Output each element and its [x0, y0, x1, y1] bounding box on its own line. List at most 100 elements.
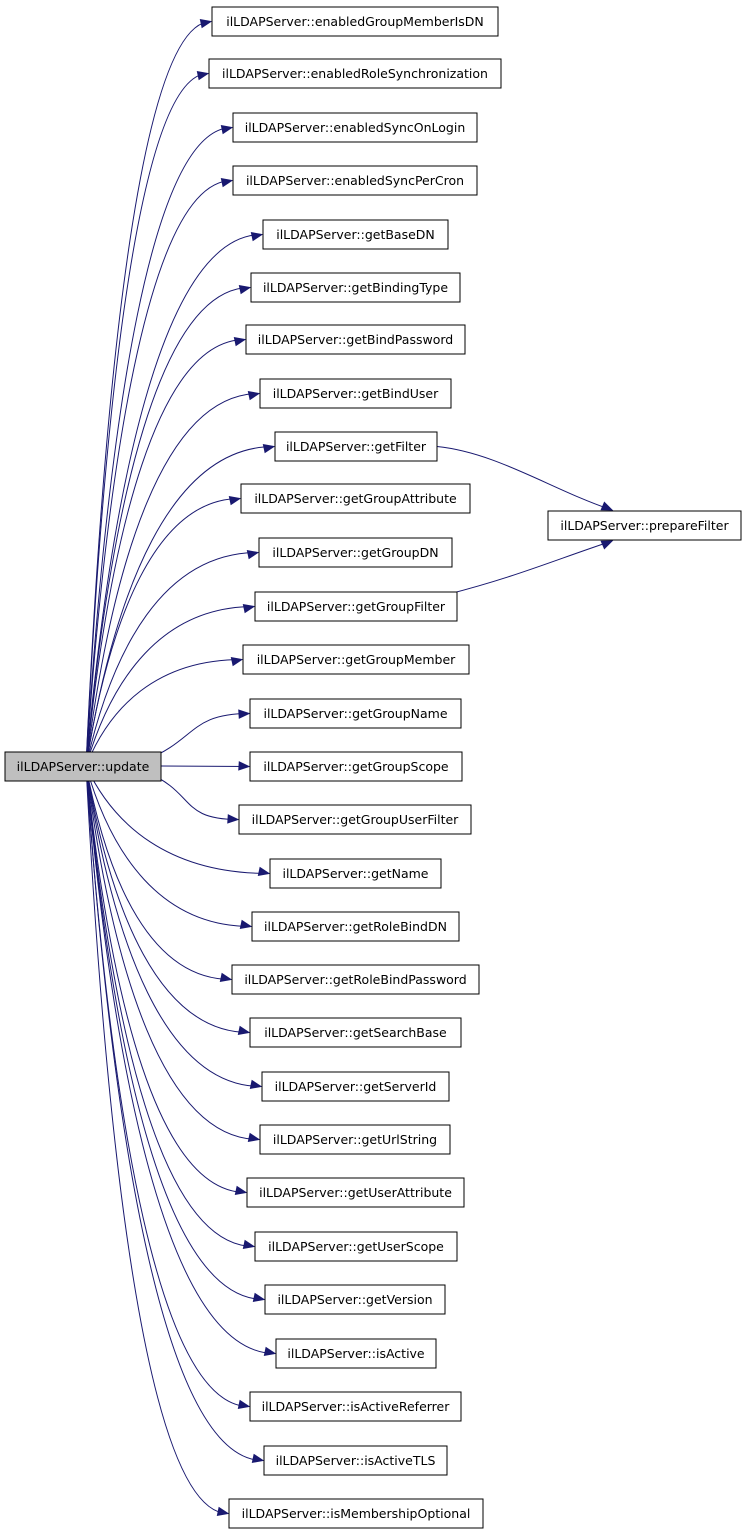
node-get-user-scope[interactable]: ilLDAPServer::getUserScope — [254, 1231, 458, 1262]
node-get-group-dn[interactable]: ilLDAPServer::getGroupDN — [258, 537, 453, 568]
node-is-membership-optional[interactable]: ilLDAPServer::isMembershipOptional — [228, 1498, 484, 1529]
node-get-search-base-box — [249, 1017, 462, 1048]
node-get-base-dn-label: ilLDAPServer::getBaseDN — [276, 227, 435, 242]
edge-update-to-is-membership-optional-arrow — [216, 1506, 230, 1516]
node-get-version-label: ilLDAPServer::getVersion — [277, 1292, 432, 1307]
node-update[interactable]: ilLDAPServer::update — [4, 751, 162, 782]
edge-get-group-filter-to-prepare-filter-arrow — [600, 540, 614, 550]
node-get-group-member[interactable]: ilLDAPServer::getGroupMember — [242, 644, 470, 675]
node-get-user-scope-label: ilLDAPServer::getUserScope — [268, 1239, 444, 1254]
edge-update-to-get-binding-type-arrow — [238, 285, 252, 295]
node-get-role-bind-dn-box — [251, 911, 460, 942]
node-enabled-sync-on-login-label: ilLDAPServer::enabledSyncOnLogin — [245, 120, 466, 135]
edge-update-to-get-group-filter-arrow — [242, 604, 256, 614]
node-is-active-tls-label: ilLDAPServer::isActiveTLS — [276, 1453, 436, 1468]
edge-update-to-enabled-sync-per-cron — [85, 180, 233, 767]
node-get-bind-user[interactable]: ilLDAPServer::getBindUser — [259, 378, 452, 409]
edge-update-to-get-name — [85, 765, 270, 874]
node-get-group-member-label: ilLDAPServer::getGroupMember — [257, 652, 456, 667]
edge-update-to-get-group-user-filter-arrow — [227, 814, 240, 824]
node-get-user-attribute[interactable]: ilLDAPServer::getUserAttribute — [246, 1177, 465, 1208]
edge-update-to-get-user-scope — [85, 765, 255, 1247]
edge-update-to-enabled-sync-per-cron-arrow — [220, 178, 234, 188]
node-get-binding-type[interactable]: ilLDAPServer::getBindingType — [250, 272, 461, 303]
edge-update-to-get-url-string — [85, 765, 260, 1140]
node-is-active-label: ilLDAPServer::isActive — [287, 1346, 425, 1361]
edge-update-to-is-active-tls-arrow — [251, 1453, 265, 1463]
node-get-bind-user-box — [259, 378, 452, 409]
node-enabled-sync-per-cron-box — [232, 165, 478, 196]
node-get-user-attribute-box — [246, 1177, 465, 1208]
node-get-group-user-filter-box — [238, 804, 472, 835]
edge-update-to-get-server-id-arrow — [249, 1079, 263, 1089]
node-is-active-referrer[interactable]: ilLDAPServer::isActiveReferrer — [249, 1391, 462, 1422]
edge-update-to-get-role-bind-dn — [85, 765, 252, 927]
node-is-active-box — [275, 1338, 437, 1369]
node-prepare-filter-box — [547, 510, 742, 541]
edge-update-to-is-active-referrer — [85, 765, 250, 1407]
node-get-version[interactable]: ilLDAPServer::getVersion — [264, 1284, 446, 1315]
call-nodes: ilLDAPServer::update ilLDAPServer::enable… — [4, 6, 742, 1529]
edge-update-to-get-group-scope-arrow — [238, 761, 251, 771]
node-enabled-sync-per-cron[interactable]: ilLDAPServer::enabledSyncPerCron — [232, 165, 478, 196]
node-is-active[interactable]: ilLDAPServer::isActive — [275, 1338, 437, 1369]
edge-update-to-get-base-dn — [85, 234, 263, 767]
node-enabled-group-member-is-dn[interactable]: ilLDAPServer::enabledGroupMemberIsDN — [211, 6, 499, 37]
node-get-binding-type-box — [250, 272, 461, 303]
edge-update-to-get-group-attribute — [85, 498, 241, 767]
node-get-filter[interactable]: ilLDAPServer::getFilter — [274, 431, 438, 462]
edge-update-to-get-search-base — [85, 765, 250, 1033]
node-get-role-bind-password-box — [231, 964, 480, 995]
node-get-group-user-filter[interactable]: ilLDAPServer::getGroupUserFilter — [238, 804, 472, 835]
node-enabled-group-member-is-dn-box — [211, 6, 499, 37]
edge-update-to-get-version-arrow — [252, 1292, 266, 1302]
node-get-role-bind-dn[interactable]: ilLDAPServer::getRoleBindDN — [251, 911, 460, 942]
node-get-server-id-box — [261, 1071, 450, 1102]
node-get-group-dn-box — [258, 537, 453, 568]
edge-update-to-get-role-bind-password — [85, 765, 232, 980]
node-get-name[interactable]: ilLDAPServer::getName — [269, 858, 442, 889]
node-is-active-tls[interactable]: ilLDAPServer::isActiveTLS — [263, 1445, 448, 1476]
node-enabled-sync-on-login[interactable]: ilLDAPServer::enabledSyncOnLogin — [232, 112, 478, 143]
node-get-group-scope[interactable]: ilLDAPServer::getGroupScope — [249, 751, 463, 782]
node-enabled-sync-on-login-box — [232, 112, 478, 143]
node-get-group-name[interactable]: ilLDAPServer::getGroupName — [249, 698, 462, 729]
node-update-label: ilLDAPServer::update — [17, 759, 150, 774]
edge-get-filter-to-prepare-filter — [436, 446, 613, 511]
node-get-user-scope-box — [254, 1231, 458, 1262]
node-get-bind-password[interactable]: ilLDAPServer::getBindPassword — [245, 324, 466, 355]
node-get-group-attribute[interactable]: ilLDAPServer::getGroupAttribute — [240, 483, 471, 514]
node-get-search-base[interactable]: ilLDAPServer::getSearchBase — [249, 1017, 462, 1048]
node-get-version-box — [264, 1284, 446, 1315]
edge-update-to-enabled-role-synchronization — [85, 73, 209, 767]
edge-update-to-get-url-string-arrow — [247, 1132, 261, 1142]
node-get-server-id[interactable]: ilLDAPServer::getServerId — [261, 1071, 450, 1102]
edge-update-to-get-user-attribute-arrow — [234, 1185, 248, 1195]
node-enabled-role-synchronization[interactable]: ilLDAPServer::enabledRoleSynchronization — [208, 58, 502, 89]
node-prepare-filter-label: ilLDAPServer::prepareFilter — [560, 518, 729, 533]
node-is-membership-optional-label: ilLDAPServer::isMembershipOptional — [242, 1506, 471, 1521]
node-enabled-group-member-is-dn-label: ilLDAPServer::enabledGroupMemberIsDN — [226, 14, 484, 29]
node-get-filter-box — [274, 431, 438, 462]
edge-update-to-enabled-group-member-is-dn — [85, 21, 212, 767]
node-get-base-dn[interactable]: ilLDAPServer::getBaseDN — [262, 219, 449, 250]
node-get-url-string[interactable]: ilLDAPServer::getUrlString — [259, 1124, 451, 1155]
edge-update-to-is-active-tls — [85, 765, 264, 1461]
edge-update-to-get-role-bind-password-arrow — [219, 972, 233, 982]
edge-update-to-get-group-dn — [85, 552, 259, 767]
edge-update-to-get-group-filter — [85, 606, 255, 767]
edge-update-to-get-filter-arrow — [262, 444, 276, 454]
node-get-role-bind-password[interactable]: ilLDAPServer::getRoleBindPassword — [231, 964, 480, 995]
node-enabled-role-synchronization-box — [208, 58, 502, 89]
node-is-active-tls-box — [263, 1445, 448, 1476]
node-get-group-filter[interactable]: ilLDAPServer::getGroupFilter — [254, 591, 458, 622]
edge-update-to-get-search-base-arrow — [237, 1025, 251, 1035]
node-prepare-filter[interactable]: ilLDAPServer::prepareFilter — [547, 510, 742, 541]
node-get-user-attribute-label: ilLDAPServer::getUserAttribute — [259, 1185, 452, 1200]
node-get-bind-password-label: ilLDAPServer::getBindPassword — [258, 332, 453, 347]
node-get-group-user-filter-label: ilLDAPServer::getGroupUserFilter — [252, 812, 459, 827]
node-get-bind-user-label: ilLDAPServer::getBindUser — [273, 386, 439, 401]
node-get-group-member-box — [242, 644, 470, 675]
node-get-url-string-box — [259, 1124, 451, 1155]
